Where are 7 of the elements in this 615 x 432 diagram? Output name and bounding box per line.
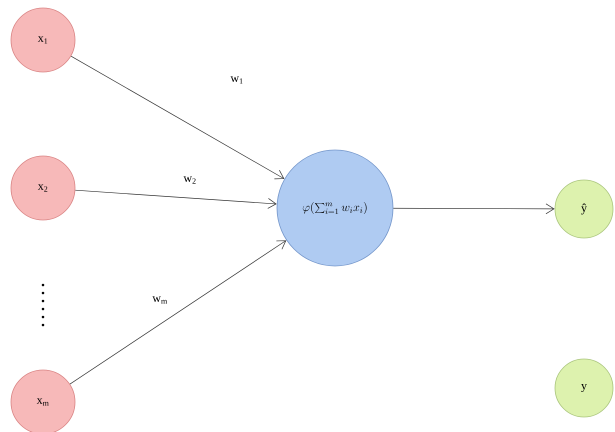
weight-label: w$_{1}$ [229,75,245,85]
weight-label: w$_{m}$ [151,295,169,305]
arrow [74,190,277,209]
arrow [70,56,284,180]
weight-label: w$_{2}$ [182,175,198,185]
arrow [70,240,286,384]
arrow [393,204,555,214]
